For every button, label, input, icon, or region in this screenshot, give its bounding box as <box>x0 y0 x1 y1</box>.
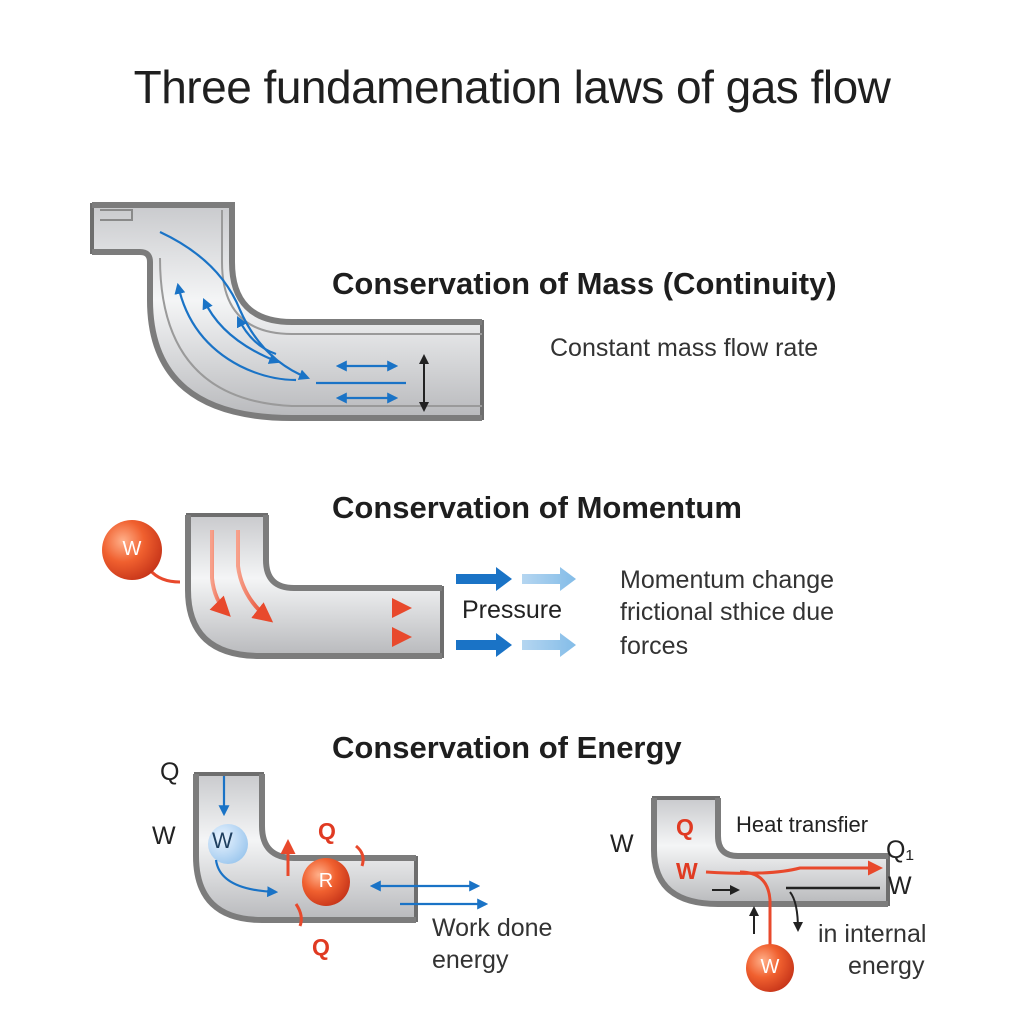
energy-left-w-label: W <box>152 822 176 850</box>
momentum-pipe <box>185 513 444 659</box>
pressure-arrow <box>456 567 512 591</box>
mass-description: Constant mass flow rate <box>550 334 819 362</box>
pressure-arrows <box>456 567 576 657</box>
energy-left-q-label: Q <box>160 758 180 786</box>
energy-heading: Conservation of Energy <box>332 730 682 765</box>
energy-right-w-bottom: W <box>760 956 780 978</box>
work-ball-icon <box>102 520 162 580</box>
mass-flow-arrow <box>237 316 277 356</box>
energy-work-line-2: energy <box>432 946 509 974</box>
pressure-label: Pressure <box>462 596 563 624</box>
mass-flow-arrow <box>202 297 281 364</box>
work-ball-tail <box>148 568 181 584</box>
energy-right-w-inner: W <box>676 858 698 884</box>
energy-left-q-lower: Q <box>312 934 330 960</box>
pressure-arrow <box>522 633 576 657</box>
energy-internal-line-1: in internal <box>818 920 927 948</box>
energy-heat-curl <box>294 903 303 927</box>
energy-left-q-upper: Q <box>318 818 336 844</box>
energy-right-q-inner: Q <box>676 814 694 840</box>
energy-internal-line-2: energy <box>848 952 925 980</box>
energy-right-flow-arrow <box>705 860 883 876</box>
momentum-desc-line-2: frictional sthice due <box>620 598 835 626</box>
pressure-arrow <box>522 567 576 591</box>
energy-right-down-arrow <box>789 891 803 932</box>
mass-flow-arrows <box>159 231 406 404</box>
mass-heading: Conservation of Mass (Continuity) <box>332 266 837 301</box>
momentum-flow-arrow <box>236 530 274 623</box>
energy-r-ball <box>302 858 350 906</box>
energy-w-bubble <box>208 824 248 864</box>
momentum-flow-arrow <box>209 530 231 617</box>
energy-right-w-out: W <box>888 872 912 900</box>
energy-left-w-bubble-label: W <box>212 828 233 853</box>
energy-work-line-1: Work done <box>432 914 553 942</box>
energy-right-w-ball <box>746 944 794 992</box>
energy-right-q1-label: Q₁ <box>886 836 914 864</box>
energy-heat-curl <box>355 844 365 867</box>
momentum-desc-line-3: forces <box>620 632 689 660</box>
momentum-heading: Conservation of Momentum <box>332 490 742 525</box>
energy-right-pipe <box>651 796 890 907</box>
momentum-desc-line-1: Momentum change <box>620 566 835 594</box>
page-title: Three fundamenation laws of gas flow <box>133 61 891 113</box>
energy-right-w-outer: W <box>610 830 634 858</box>
pressure-arrow <box>456 633 512 657</box>
energy-heat-transfer-label: Heat transfier <box>736 812 869 837</box>
energy-right-work-line <box>739 870 772 950</box>
energy-r-symbol: R <box>318 870 334 892</box>
energy-flow-arrow <box>214 859 279 898</box>
momentum-flow-arrows <box>209 530 412 647</box>
momentum-work-symbol: W <box>122 538 142 560</box>
energy-left-pipe <box>193 772 418 923</box>
